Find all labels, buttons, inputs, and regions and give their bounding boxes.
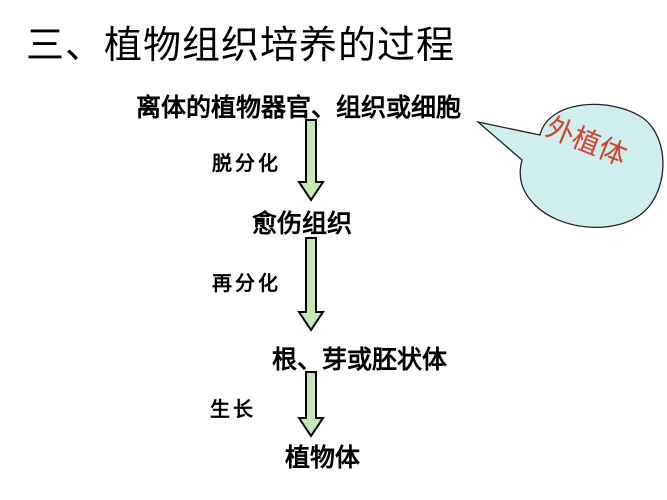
node-organs: 根、芽或胚状体 [272,345,448,374]
step-dedifferentiation: 脱分化 [212,151,281,175]
node-source: 离体的植物器官、组织或细胞 [136,93,462,122]
arrow-2 [297,237,325,332]
arrow-2-shape [297,237,325,332]
arrow-3 [297,371,325,438]
arrow-1-shape [297,119,325,202]
node-plant: 植物体 [285,443,361,472]
arrow-1 [297,119,325,202]
slide-title: 三、植物组织培养的过程 [26,23,456,67]
node-callus: 愈伤组织 [252,209,353,238]
step-growth: 生长 [210,397,256,421]
callout-shape [475,103,664,228]
arrow-3-shape [297,371,325,438]
step-redifferentiation: 再分化 [212,271,281,295]
